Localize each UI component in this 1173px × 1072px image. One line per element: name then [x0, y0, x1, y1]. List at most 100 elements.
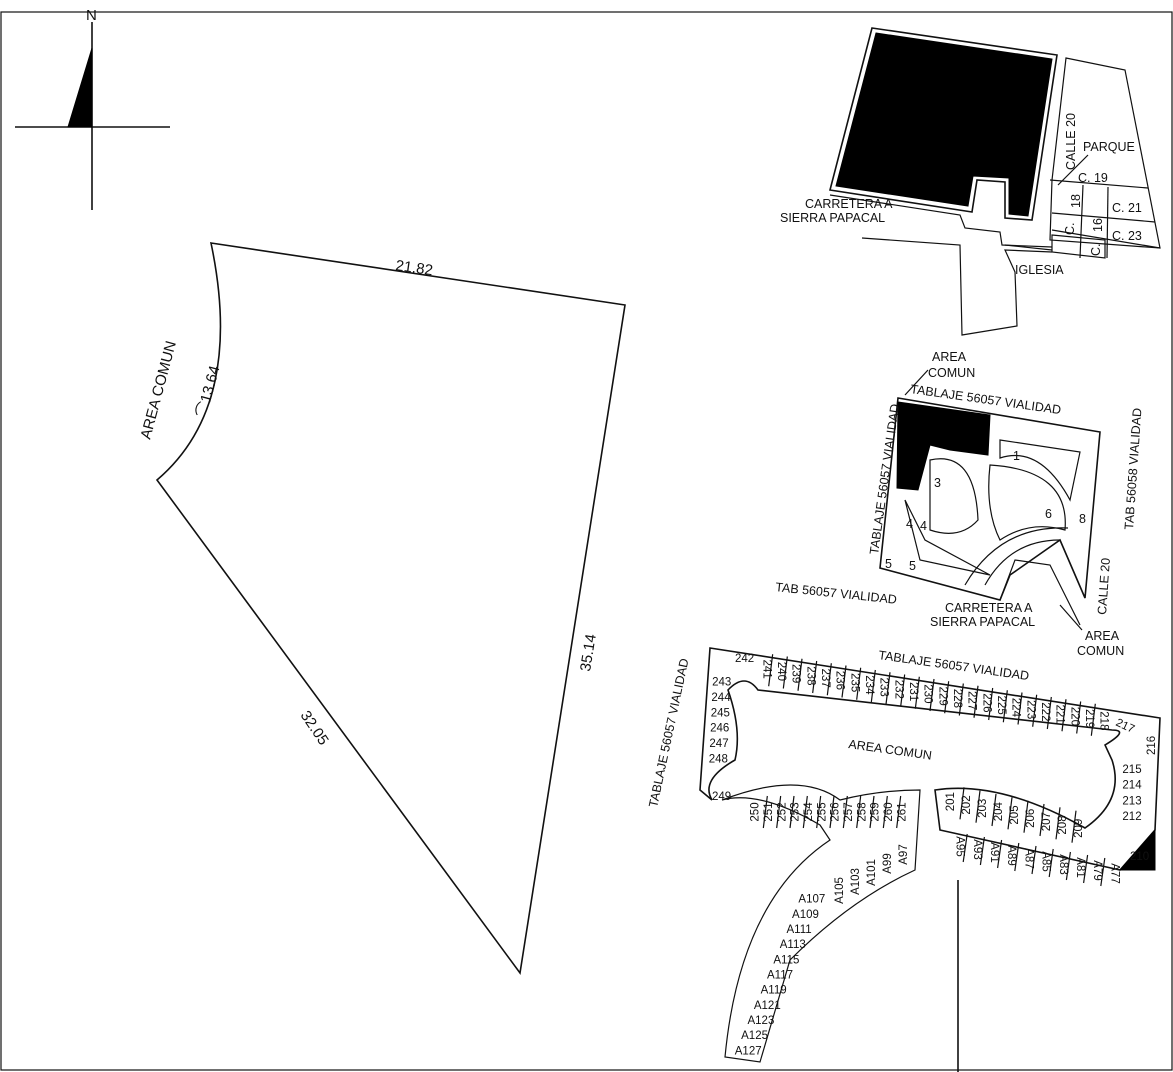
- lot-number: A117: [767, 970, 793, 982]
- lot-number: A125: [741, 1030, 768, 1042]
- block-number: 6: [1045, 507, 1052, 521]
- site-area-comun-top-1: AREA: [932, 350, 967, 364]
- lot-boundary: [856, 795, 862, 829]
- site-road-line2: SIERRA PAPACAL: [930, 615, 1035, 629]
- lot-boundary: [841, 665, 847, 698]
- c-label-b: C.: [1089, 244, 1103, 257]
- lot-boundary: [1048, 848, 1054, 878]
- c19-label: C. 19: [1078, 171, 1108, 185]
- lot-number: 246: [710, 723, 729, 735]
- site-calle-20-label: CALLE 20: [1095, 557, 1113, 615]
- lot-boundary: [1023, 800, 1029, 833]
- lot-number: 229: [936, 687, 948, 706]
- lot-number: A123: [747, 1015, 774, 1027]
- lot-number: 249: [712, 791, 731, 803]
- lot-number: 247: [709, 738, 728, 750]
- lot-boundary: [1002, 690, 1008, 723]
- lot-boundary: [812, 660, 818, 694]
- lot-boundary: [776, 795, 782, 829]
- lot-number: 224: [1010, 698, 1022, 718]
- lot-number: A83: [1057, 854, 1069, 874]
- lot-number: 250: [750, 802, 762, 821]
- lot-number: 214: [1122, 780, 1142, 792]
- lot-number: 242: [735, 653, 754, 665]
- n18-label: 18: [1069, 194, 1083, 208]
- lot-boundary: [975, 790, 981, 823]
- lot-number: 230: [922, 684, 934, 703]
- lot-number: A105: [834, 877, 846, 904]
- lot-number: A111: [787, 924, 812, 936]
- lot-number: 223: [1024, 700, 1036, 719]
- lot-boundary: [1076, 701, 1082, 734]
- lot-boundary: [789, 795, 795, 829]
- lot-number: A93: [971, 839, 983, 859]
- north-label: N: [86, 7, 97, 24]
- site-area-comun-bottom-1: AREA: [1085, 629, 1120, 643]
- lot-boundary: [842, 795, 848, 829]
- lot-boundary: [1083, 854, 1089, 884]
- lot-number: 209: [1073, 819, 1085, 838]
- lot-number: 234: [863, 675, 875, 695]
- lot-boundary: [1061, 699, 1067, 732]
- lot-number: A121: [754, 1000, 781, 1012]
- lot-boundary: [959, 787, 965, 820]
- lot-number: A99: [882, 853, 894, 873]
- lot-number: 227: [966, 691, 978, 710]
- lot-number: A97: [898, 844, 910, 864]
- area-comun-label: AREA COMUN: [137, 339, 180, 441]
- lot-number: 237: [819, 669, 831, 688]
- location-map: CARRETERA A SIERRA PAPACAL CALLE 20 PARQ…: [780, 27, 1161, 336]
- c23-label: C. 23: [1112, 229, 1142, 243]
- lot-number: A115: [773, 954, 799, 966]
- lot-number: A77: [1108, 863, 1120, 883]
- lot-number: 241: [760, 660, 772, 679]
- lot-number: A109: [792, 909, 819, 921]
- site-area-comun-top-2: COMUN: [928, 366, 975, 380]
- lot-map: TABLAJE 56057 VIALIDAD TABLAJE 56057 VIA…: [646, 647, 1161, 1072]
- arc-length-dimension: ⌒13.64: [193, 364, 223, 419]
- lot-number: A91: [988, 842, 1000, 862]
- lot-boundary: [829, 795, 835, 829]
- lot-number: 219: [1083, 709, 1095, 728]
- c-label-a: C.: [1063, 223, 1077, 236]
- lot-number: A101: [866, 859, 878, 886]
- lot-boundary: [1055, 807, 1061, 840]
- lot-number: A79: [1091, 860, 1103, 880]
- lot-number: A127: [735, 1045, 762, 1057]
- parque-label: PARQUE: [1083, 140, 1135, 154]
- main-parcel: 21.82 35.14 32.05 AREA COMUN ⌒13.64: [137, 242, 626, 976]
- lot-number: 231: [907, 682, 919, 701]
- lot-number: 244: [711, 692, 731, 704]
- lot-number: 206: [1025, 809, 1037, 828]
- road-label-line2: SIERRA PAPACAL: [780, 211, 885, 225]
- lot-boundary: [914, 676, 920, 709]
- lot-number: 210: [1130, 851, 1149, 863]
- lot-boundary: [768, 654, 774, 687]
- calle-20-label: CALLE 20: [1064, 113, 1078, 170]
- lot-number: 240: [775, 662, 787, 681]
- lot-boundary: [962, 833, 968, 863]
- lot-boundary: [1100, 857, 1106, 887]
- lot-number: 236: [834, 671, 846, 690]
- lot-number: 222: [1039, 702, 1051, 721]
- lot-boundary: [1090, 703, 1096, 736]
- lot-number: 220: [1068, 707, 1080, 726]
- lot-boundary: [797, 658, 803, 691]
- road-label-line1: CARRETERA A: [805, 197, 893, 211]
- lot-number: 243: [712, 677, 731, 689]
- highlighted-area: [896, 401, 991, 491]
- lot-number: 212: [1122, 811, 1141, 823]
- lot-number: 217: [1114, 717, 1136, 736]
- c21-label: C. 21: [1112, 201, 1142, 215]
- site-bottom-road-label: TAB 56057 VIALIDAD: [775, 580, 898, 607]
- lot-boundary: [782, 656, 788, 689]
- lot-boundary: [900, 674, 906, 707]
- block-number: 5: [885, 557, 892, 571]
- lot-number: 228: [951, 689, 963, 708]
- lot-boundary: [988, 687, 994, 721]
- lot-number: 208: [1057, 815, 1069, 834]
- lot-boundary: [1071, 810, 1077, 843]
- lot-boundary: [929, 678, 935, 712]
- lot-boundary: [802, 795, 808, 829]
- lot-boundary: [1039, 803, 1045, 837]
